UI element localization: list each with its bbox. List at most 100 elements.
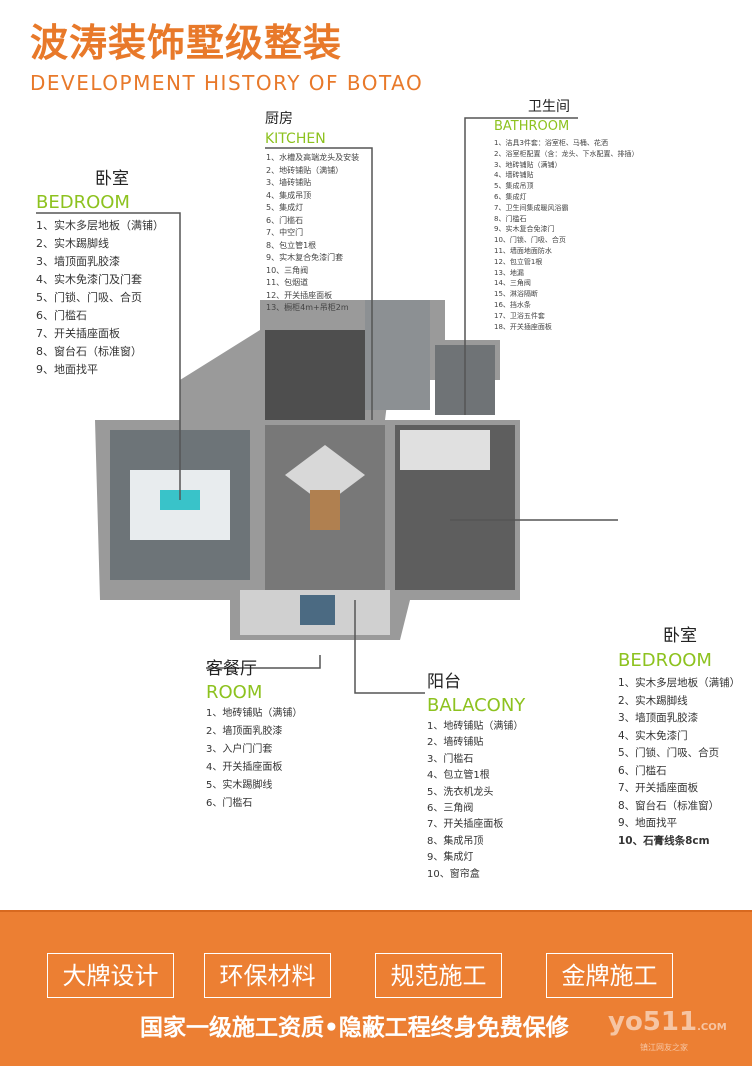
bedroom-left-title: 卧室 xyxy=(95,169,129,189)
list-item: 9、实木复合免漆门套 xyxy=(266,253,344,262)
list-item: 4、实木免漆门 xyxy=(618,729,688,742)
list-item: 16、挡水条 xyxy=(494,300,531,309)
list-item: 6、门槛石 xyxy=(36,309,87,322)
room-bathroom xyxy=(365,300,430,410)
list-item: 10、三角阀 xyxy=(266,265,309,275)
page-subtitle: DEVELOPMENT HISTORY OF BOTAO xyxy=(30,71,424,95)
badge-standard-construction: 规范施工 xyxy=(375,953,502,998)
list-item: 7、开关插座面板 xyxy=(36,327,120,340)
bathroom-list: 1、洁具3件套：浴室柜、马桶、花洒 2、浴室柜配置（含：龙头、下水配置、排插） … xyxy=(494,139,638,333)
list-item: 5、门锁、门吸、合页 xyxy=(36,291,142,304)
list-item: 1、水槽及高端龙头及安装 xyxy=(266,153,360,162)
list-item: 3、地砖铺贴（满铺） xyxy=(494,160,562,169)
list-item: 11、墙面地面防水 xyxy=(494,246,552,255)
list-item: 1、洁具3件套：浴室柜、马桶、花洒 xyxy=(494,139,608,147)
list-item: 12、包立管1根 xyxy=(494,257,543,266)
bedroom-left-en: BEDROOM xyxy=(36,192,130,213)
list-item: 5、门锁、门吸、合页 xyxy=(618,747,720,759)
list-item: 3、墙顶面乳胶漆 xyxy=(618,712,699,724)
bedroom-left-list: 1、实木多层地板（满铺） 2、实木踢脚线 3、墙顶面乳胶漆 4、实木免漆门及门套… xyxy=(36,219,164,381)
list-item: 8、包立管1根 xyxy=(266,240,317,250)
list-item: 1、实木多层地板（满铺） xyxy=(618,677,741,689)
kitchen-list: 1、水槽及高端龙头及安装 2、地砖铺贴（满铺） 3、墙砖铺贴 4、集成吊顶 5、… xyxy=(266,153,359,316)
list-item: 1、实木多层地板（满铺） xyxy=(36,219,164,232)
list-item: 5、实木踢脚线 xyxy=(206,780,273,791)
list-item: 10、窗帘盒 xyxy=(427,868,480,880)
list-item: 2、实木踢脚线 xyxy=(36,237,109,250)
bathroom-en: BATHROOM xyxy=(494,119,570,134)
list-item: 4、实木免漆门及门套 xyxy=(36,273,142,286)
living-en: ROOM xyxy=(206,682,263,703)
list-item: 2、浴室柜配置（含：龙头、下水配置、排插） xyxy=(494,149,639,158)
list-item: 9、地面找平 xyxy=(618,817,678,829)
list-item: 17、卫浴五件套 xyxy=(494,311,545,320)
list-item: 4、墙砖铺贴 xyxy=(494,171,534,180)
list-item: 4、开关插座面板 xyxy=(206,762,283,773)
living-title: 客餐厅 xyxy=(206,659,257,679)
list-item: 7、开关插座面板 xyxy=(427,819,504,831)
list-item: 6、三角阀 xyxy=(427,802,474,814)
bedroom-right-title: 卧室 xyxy=(663,626,697,646)
list-item: 13、地漏 xyxy=(494,268,524,277)
list-item: 3、门槛石 xyxy=(427,753,474,765)
list-item: 14、三角阀 xyxy=(494,279,531,288)
watermark-text: yo511 xyxy=(608,1007,698,1037)
badge-brand-design: 大牌设计 xyxy=(47,953,174,998)
list-item: 4、集成吊顶 xyxy=(266,190,312,200)
leader-lines xyxy=(36,117,618,694)
list-item: 8、集成吊顶 xyxy=(427,835,484,847)
list-item: 6、门槛石 xyxy=(206,798,253,809)
watermark-subtext: 镇江网友之家 xyxy=(640,1043,688,1052)
balcony-title: 阳台 xyxy=(427,672,461,692)
badge-eco-materials: 环保材料 xyxy=(204,953,331,998)
kitchen-en: KITCHEN xyxy=(265,131,326,147)
bathroom-title: 卫生间 xyxy=(528,99,570,115)
list-item: 7、开关插座面板 xyxy=(618,782,699,794)
list-item: 7、中空门 xyxy=(266,228,304,237)
watermark-logo: yo511.COM xyxy=(608,1008,727,1037)
list-item: 6、门槛石 xyxy=(618,764,667,777)
list-item: 3、入户门门套 xyxy=(206,744,273,755)
living-list: 1、地砖铺贴（满铺） 2、墙顶面乳胶漆 3、入户门门套 4、开关插座面板 5、实… xyxy=(206,708,302,816)
list-item: 10、门锁、门吸、合页 xyxy=(494,236,566,245)
list-item: 1、地砖铺贴（满铺） xyxy=(206,708,303,719)
list-item: 9、地面找平 xyxy=(36,363,98,376)
footer-banner: 大牌设计 环保材料 规范施工 金牌施工 国家一级施工资质•隐蔽工程终身免费保修 … xyxy=(0,910,752,1066)
slogan: 国家一级施工资质•隐蔽工程终身免费保修 xyxy=(140,1015,569,1041)
list-item: 12、开关插座面板 xyxy=(266,290,333,300)
bedroom-right-list: 1、实木多层地板（满铺） 2、实木踢脚线 3、墙顶面乳胶漆 4、实木免漆门 5、… xyxy=(618,677,740,852)
bedroom-right-en: BEDROOM xyxy=(618,650,712,671)
list-item: 3、墙顶面乳胶漆 xyxy=(36,255,120,268)
kitchen-title: 厨房 xyxy=(265,111,293,127)
list-item: 2、实木踢脚线 xyxy=(618,694,688,707)
list-item: 4、包立管1根 xyxy=(427,770,490,782)
list-item: 2、墙顶面乳胶漆 xyxy=(206,726,283,737)
balcony-en: BALACONY xyxy=(427,695,526,716)
badge-gold-construction: 金牌施工 xyxy=(546,953,673,998)
list-item: 8、窗台石（标准窗） xyxy=(618,799,720,812)
list-item: 6、集成灯 xyxy=(494,192,527,201)
list-item: 10、石膏线条8cm xyxy=(618,834,710,847)
list-item: 1、地砖铺贴（满铺） xyxy=(427,721,524,732)
balcony-list: 1、地砖铺贴（满铺） 2、墙砖铺贴 3、门槛石 4、包立管1根 5、洗衣机龙头 … xyxy=(427,721,523,885)
list-item: 6、门槛石 xyxy=(266,215,304,225)
list-item: 7、卫生间集成暖风浴霸 xyxy=(494,203,569,212)
page-title: 波涛装饰墅级整装 xyxy=(30,21,343,65)
list-item: 3、墙砖铺贴 xyxy=(266,178,312,187)
watermark-domain: .COM xyxy=(697,1022,727,1033)
floor-plan xyxy=(36,117,618,694)
list-item: 5、集成吊顶 xyxy=(494,182,534,191)
list-item: 2、地砖铺贴（满铺） xyxy=(266,165,344,175)
floor-plan-rooms xyxy=(95,300,520,640)
list-item: 9、集成灯 xyxy=(427,852,474,864)
room-kitchen xyxy=(265,330,365,420)
list-item: 8、窗台石（标准窗） xyxy=(36,345,142,358)
list-item: 13、橱柜4m+吊柜2m xyxy=(266,303,349,312)
list-item: 8、门槛石 xyxy=(494,214,527,223)
list-item: 11、包烟道 xyxy=(266,278,309,287)
list-item: 9、实木复合免漆门 xyxy=(494,225,555,234)
list-item: 5、洗衣机龙头 xyxy=(427,786,494,798)
list-item: 18、开关插座面板 xyxy=(494,322,552,331)
list-item: 2、墙砖铺贴 xyxy=(427,737,484,749)
list-item: 15、淋浴隔断 xyxy=(494,290,538,299)
